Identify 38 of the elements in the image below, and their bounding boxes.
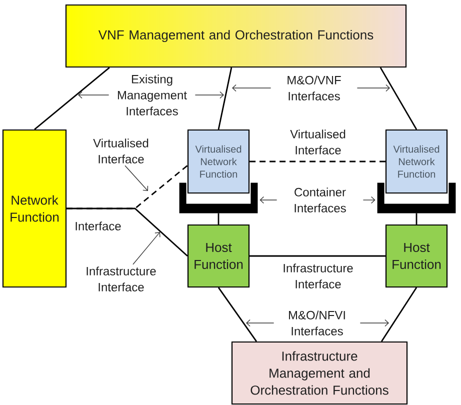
connector-line — [218, 287, 258, 342]
leader-arrow — [78, 91, 110, 99]
leader-arrow — [232, 84, 272, 92]
connector-line — [34, 67, 110, 130]
function-box: Network Function — [2, 129, 67, 288]
function-box: Virtualised Network Function — [385, 129, 448, 194]
leader-arrow — [260, 196, 278, 204]
function-box: Host Function — [187, 224, 250, 288]
connector-line — [380, 287, 418, 342]
connector-line — [380, 67, 418, 130]
callout-label: Infrastructure Interface — [86, 266, 156, 292]
edge-label: Infrastructure Interface — [284, 264, 353, 288]
leader-arrow — [124, 165, 148, 191]
connector-line — [218, 213, 220, 224]
function-box: Virtualised Network Function — [187, 129, 250, 194]
callout-label: Virtualised Interface — [93, 138, 148, 164]
function-box: Host Function — [385, 224, 448, 288]
leader-arrow — [194, 91, 224, 99]
callout-label: M&O/VNF Interfaces — [288, 76, 341, 100]
connector-line — [66, 208, 188, 257]
leader-arrow — [360, 319, 389, 327]
function-box: VNF Management and Orchestration Functions — [65, 4, 407, 68]
tray — [377, 182, 456, 214]
function-box: Infrastructure Management and Orchestration Functions — [231, 341, 408, 405]
edge-label: Virtualised Interface — [290, 130, 346, 154]
dashed-line — [250, 160, 386, 162]
edge-label: Interface — [76, 222, 121, 230]
callout-label: Container Interfaces — [294, 188, 346, 212]
connector-line — [416, 213, 418, 224]
leader-arrow — [132, 232, 160, 265]
leader-arrow — [246, 319, 274, 327]
connector-line — [250, 255, 386, 257]
leader-arrow — [356, 84, 390, 92]
callout-label: Existing Management Interfaces — [118, 74, 187, 116]
tray — [179, 182, 258, 214]
callout-label: M&O/NFVI Interfaces — [289, 310, 345, 336]
leader-arrow — [362, 196, 376, 204]
connector-line — [218, 67, 232, 130]
